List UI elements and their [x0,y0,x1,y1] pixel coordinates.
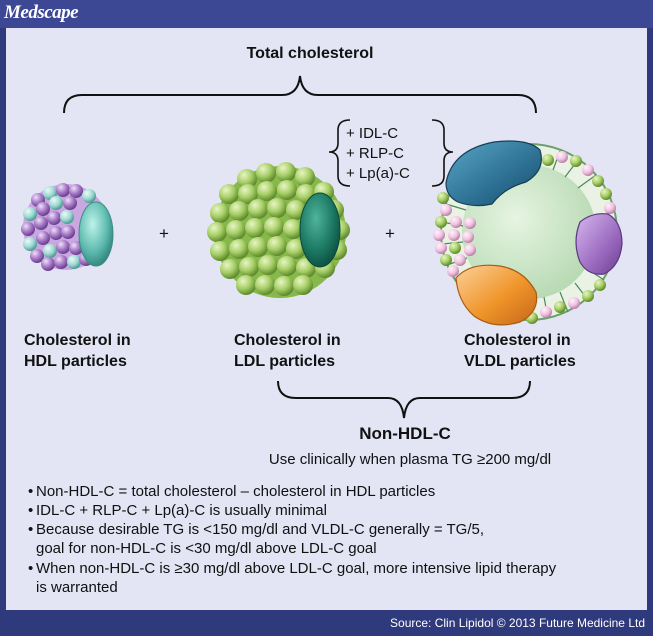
nonhdl-title: Non-HDL-C [359,424,451,443]
vldl-label-line1: Cholesterol in [464,332,571,349]
header-bar: Medscape [0,0,653,28]
ldl-label-line2: LDL particles [234,353,336,370]
vldl-orange-apo [455,264,538,326]
vldl-label: Cholesterol in VLDL particles [464,330,576,372]
bullet-dot: • [28,483,34,500]
plus-sign-1: + [159,224,169,243]
note-4: •When non-HDL-C is ≥30 mg/dl above LDL-C… [28,560,557,578]
hdl-label-line2: HDL particles [24,353,127,370]
note-1: •Non-HDL-C = total cholesterol – cholest… [28,483,436,501]
vldl-particle [433,140,623,326]
vldl-purple-apo [575,213,623,275]
nonhdl-subtitle: Use clinically when plasma TG ≥200 mg/dl [268,451,552,468]
extras-left-brace [328,119,351,187]
plus-sign-2: + [385,224,395,243]
note-3-continued: goal for non-HDL-C is <30 mg/dl above LD… [36,540,377,557]
note-2: •IDL-C + RLP-C + Lp(a)-C is usually mini… [28,502,327,520]
hdl-label-line1: Cholesterol in [24,332,131,349]
note-3-text: Because desirable TG is <150 mg/dl and V… [36,521,485,538]
hdl-label: Cholesterol in HDL particles [24,330,131,372]
bullet-dot: • [28,502,34,519]
note-4-continued: is warranted [36,579,118,596]
bullet-dot: • [28,560,34,577]
note-3: •Because desirable TG is <150 mg/dl and … [28,521,485,539]
extras-right-brace [431,119,454,187]
source-credit: Source: Clin Lipidol © 2013 Future Medic… [390,616,645,630]
ldl-particle [207,162,350,298]
ldl-label-line1: Cholesterol in [234,332,341,349]
total-brace [63,75,537,114]
extra-lpa: + Lp(a)-C [346,165,410,182]
vldl-label-line2: VLDL particles [464,353,576,370]
total-cholesterol-label: Total cholesterol [246,45,374,62]
vldl-surface-balls [433,151,616,324]
ldl-label: Cholesterol in LDL particles [234,330,341,372]
note-2-text: IDL-C + RLP-C + Lp(a)-C is usually minim… [36,502,327,519]
vldl-blue-apo [445,140,542,207]
footer-bar: Source: Clin Lipidol © 2013 Future Medic… [0,610,653,636]
extra-idl: + IDL-C [346,125,399,142]
medscape-logo[interactable]: Medscape [4,2,79,23]
hdl-particle [21,183,114,271]
note-1-text: Non-HDL-C = total cholesterol – choleste… [36,483,436,500]
bullet-dot: • [28,521,34,538]
extras-list: + IDL-C + RLP-C + Lp(a)-C [346,124,410,184]
note-4-text: When non-HDL-C is ≥30 mg/dl above LDL-C … [36,560,557,577]
extra-rlp: + RLP-C [346,145,404,162]
nonhdl-brace [277,380,531,419]
